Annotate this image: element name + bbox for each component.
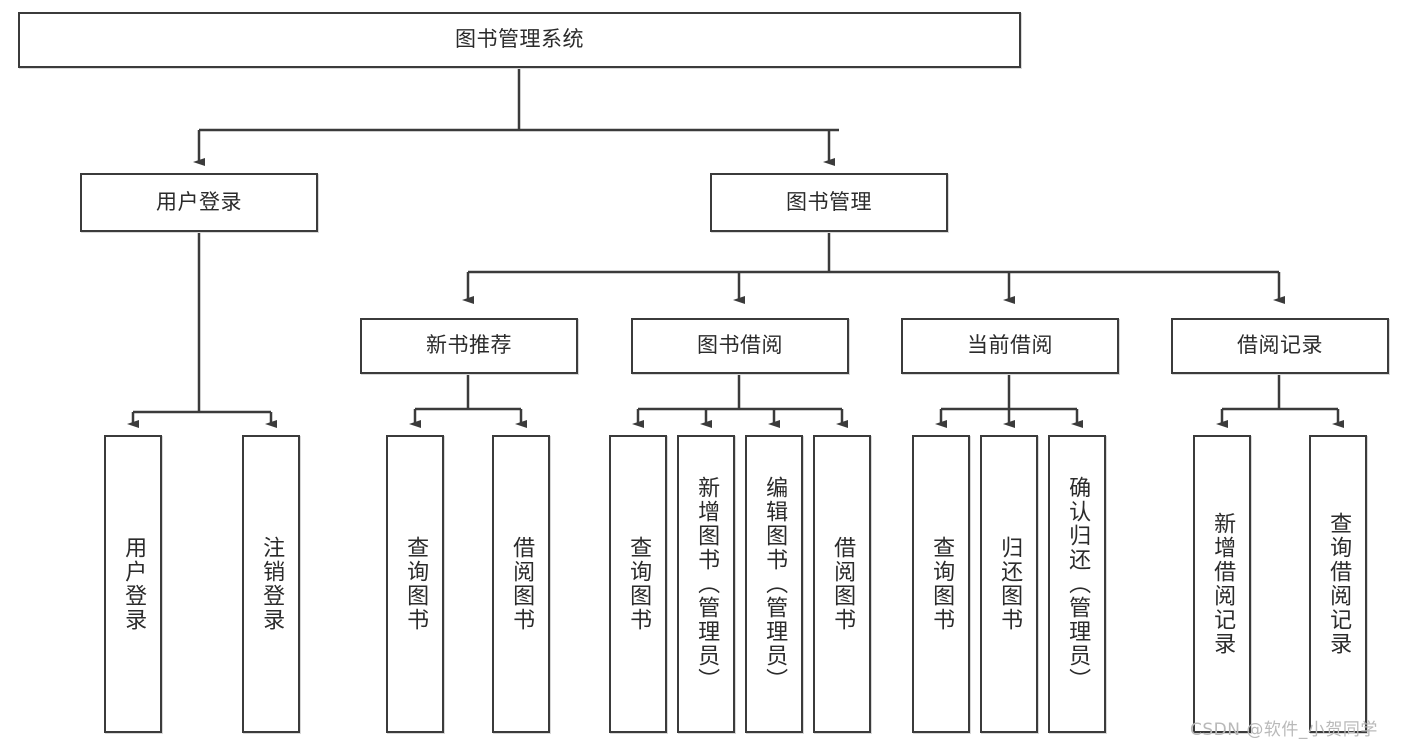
node-label: 当前借阅 bbox=[967, 333, 1053, 358]
csdn-watermark: CSDN @软件_小贺同学 bbox=[1190, 720, 1378, 740]
node-label: 新增借阅记录 bbox=[1210, 512, 1236, 656]
node-label: 查询图书 bbox=[929, 536, 955, 632]
node-user-login[interactable]: 用户登录 bbox=[80, 173, 318, 232]
node-label: 用户登录 bbox=[121, 536, 147, 632]
node-label: 图书管理 bbox=[786, 189, 872, 214]
node-label: 图书借阅 bbox=[697, 333, 783, 358]
node-borrow-record[interactable]: 借阅记录 bbox=[1171, 318, 1389, 374]
leaf-record-query-record[interactable]: 查询借阅记录 bbox=[1309, 435, 1367, 733]
node-label: 借阅记录 bbox=[1237, 333, 1323, 358]
node-current-borrow[interactable]: 当前借阅 bbox=[901, 318, 1119, 374]
node-label: 归还图书 bbox=[997, 536, 1023, 632]
node-label: 图书管理系统 bbox=[455, 27, 584, 52]
node-label: 新增图书（管理员） bbox=[694, 476, 720, 692]
leaf-current-return-book[interactable]: 归还图书 bbox=[980, 435, 1038, 733]
node-label: 确认归还（管理员） bbox=[1065, 476, 1091, 692]
node-book-borrow[interactable]: 图书借阅 bbox=[631, 318, 849, 374]
leaf-user-login-logout[interactable]: 注销登录 bbox=[242, 435, 300, 733]
leaf-borrow-add-book-admin[interactable]: 新增图书（管理员） bbox=[677, 435, 735, 733]
leaf-borrow-edit-book-admin[interactable]: 编辑图书（管理员） bbox=[745, 435, 803, 733]
node-label: 查询图书 bbox=[626, 536, 652, 632]
leaf-user-login-login[interactable]: 用户登录 bbox=[104, 435, 162, 733]
leaf-borrow-borrow-book[interactable]: 借阅图书 bbox=[813, 435, 871, 733]
node-label: 注销登录 bbox=[259, 536, 285, 632]
node-root-system[interactable]: 图书管理系统 bbox=[18, 12, 1021, 68]
node-new-book-recommend[interactable]: 新书推荐 bbox=[360, 318, 578, 374]
node-label: 查询借阅记录 bbox=[1326, 512, 1352, 656]
node-label: 用户登录 bbox=[156, 189, 242, 214]
node-book-management[interactable]: 图书管理 bbox=[710, 173, 948, 232]
node-label: 编辑图书（管理员） bbox=[762, 476, 788, 692]
leaf-current-query-book[interactable]: 查询图书 bbox=[912, 435, 970, 733]
leaf-record-add-record[interactable]: 新增借阅记录 bbox=[1193, 435, 1251, 733]
leaf-borrow-query-book[interactable]: 查询图书 bbox=[609, 435, 667, 733]
leaf-recommend-query-book[interactable]: 查询图书 bbox=[386, 435, 444, 733]
node-label: 新书推荐 bbox=[426, 333, 512, 358]
node-label: 借阅图书 bbox=[830, 536, 856, 632]
node-label: 查询图书 bbox=[403, 536, 429, 632]
leaf-recommend-borrow-book[interactable]: 借阅图书 bbox=[492, 435, 550, 733]
node-label: 借阅图书 bbox=[509, 536, 535, 632]
leaf-current-confirm-return-admin[interactable]: 确认归还（管理员） bbox=[1048, 435, 1106, 733]
